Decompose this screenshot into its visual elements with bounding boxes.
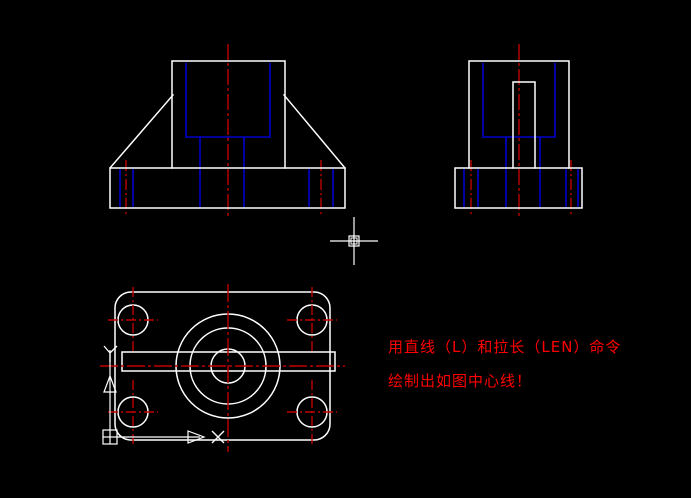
front-view[interactable] bbox=[108, 44, 347, 216]
ucs-icon[interactable] bbox=[102, 345, 225, 445]
crosshair-cursor[interactable] bbox=[330, 217, 378, 265]
hidden-pocket-outline bbox=[482, 63, 556, 138]
front-rib-right bbox=[282, 93, 347, 170]
ucs-x-axis-label bbox=[211, 430, 225, 444]
ucs-y-axis-label bbox=[103, 345, 118, 362]
crosshair-osnap-marker-icon bbox=[350, 237, 358, 245]
side-view[interactable] bbox=[454, 44, 583, 216]
side-view-centerlines bbox=[470, 44, 572, 216]
front-view-centerlines bbox=[125, 44, 322, 216]
hidden-bore-outline bbox=[185, 63, 271, 138]
front-rib-left bbox=[108, 93, 175, 170]
top-view-centerlines bbox=[100, 284, 345, 452]
side-view-visible-edges bbox=[454, 60, 583, 209]
front-base-plate bbox=[109, 167, 346, 209]
front-upper-body bbox=[171, 60, 286, 169]
ucs-y-axis-arrow-icon bbox=[103, 374, 117, 393]
front-view-visible-edges bbox=[108, 60, 347, 209]
top-view[interactable] bbox=[100, 284, 345, 452]
side-view-hidden-lines bbox=[463, 63, 579, 208]
crosshair-pickbox-icon bbox=[348, 235, 360, 247]
front-view-hidden-lines bbox=[119, 63, 334, 208]
side-upper-body bbox=[468, 60, 570, 169]
side-center-slot bbox=[512, 81, 536, 169]
side-base-plate bbox=[454, 167, 583, 209]
ucs-x-axis-arrow-icon bbox=[187, 430, 206, 444]
